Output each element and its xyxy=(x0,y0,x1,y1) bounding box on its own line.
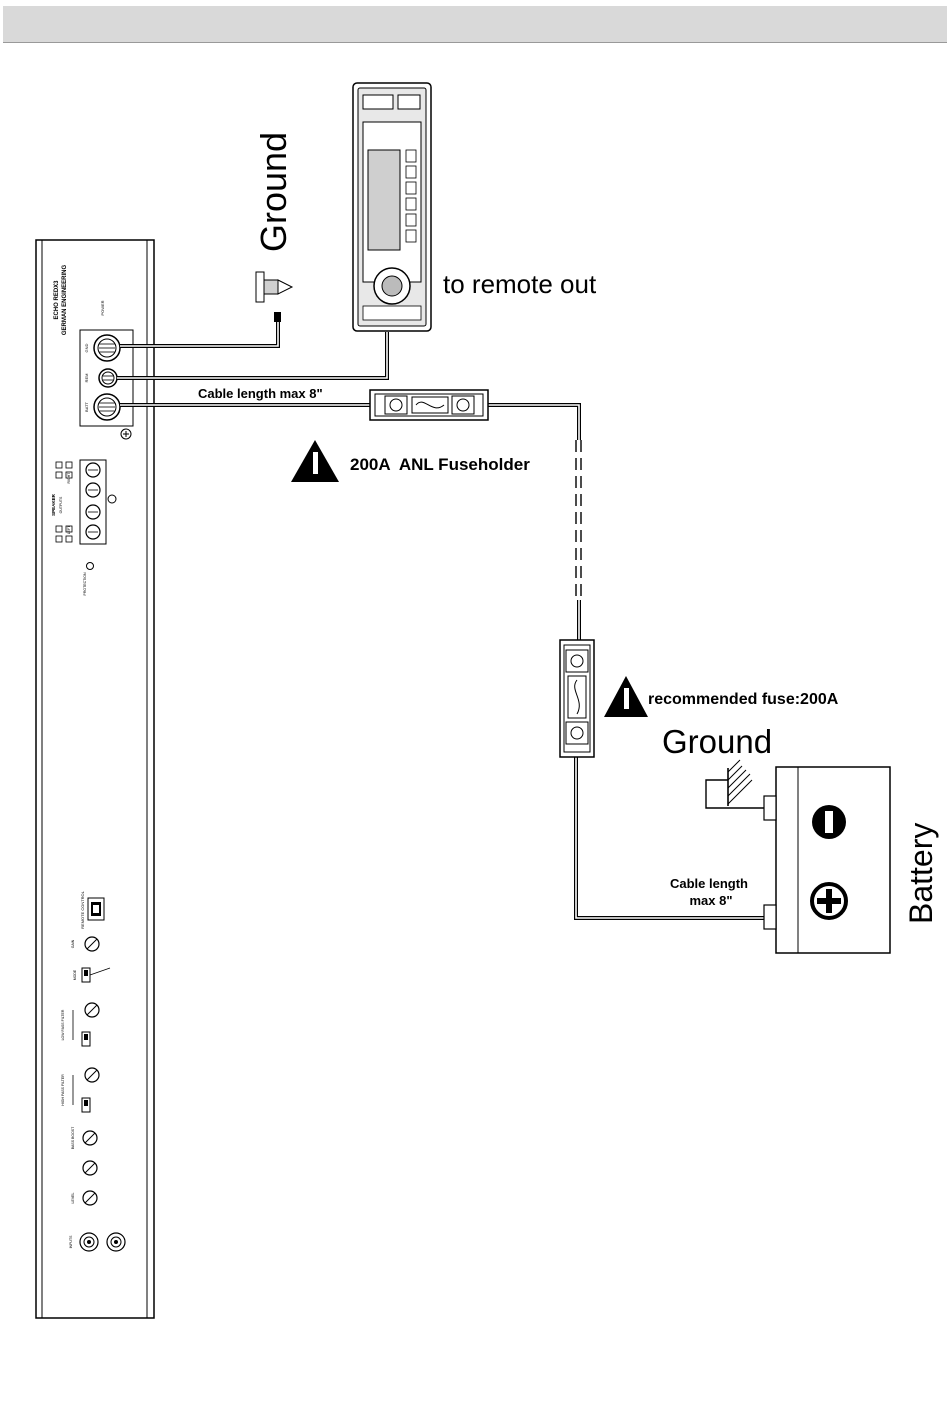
right-label: RIGHT xyxy=(67,472,71,484)
protection-label: PROTECTION xyxy=(83,572,87,595)
remote-wire xyxy=(117,332,387,378)
amp-power-label: POWER xyxy=(100,300,105,315)
speaker-screw-icon xyxy=(108,495,116,503)
plus-icon xyxy=(812,884,846,918)
warning-icon-fuseholder xyxy=(291,440,339,482)
rem-label: REM xyxy=(84,374,89,383)
mode-label: MODE xyxy=(73,969,77,980)
cable-length-top-label: Cable length max 8" xyxy=(198,386,323,401)
remote-control-label: REMOTE CONTROL xyxy=(80,890,85,929)
cable-length-bottom-label-2: max 8" xyxy=(689,893,732,908)
batt-label: BATT xyxy=(84,401,89,411)
remote-control-jack xyxy=(88,898,104,920)
bass-boost-label: BASS BOOST xyxy=(71,1126,75,1149)
level-label: LEVEL xyxy=(71,1193,75,1204)
chassis-screw-icon xyxy=(121,429,131,439)
battery-icon xyxy=(764,767,890,953)
ground-bolt-icon xyxy=(256,272,292,322)
warning-icon-recommended xyxy=(604,676,648,717)
svg-text:GAIN: GAIN xyxy=(71,939,75,948)
batt-terminal xyxy=(94,394,120,420)
protection-led xyxy=(87,563,94,570)
head-unit xyxy=(353,83,431,331)
rem-terminal xyxy=(99,369,117,387)
subsonic-knob xyxy=(83,1161,97,1175)
inputs-label: INPUTS xyxy=(69,1235,73,1249)
remote-out-label: to remote out xyxy=(443,269,597,299)
amplifier: ECHO REDX3 GERMAN ENGINEERING POWER GND … xyxy=(36,240,154,1318)
amp-brand-2: GERMAN ENGINEERING xyxy=(62,265,68,336)
gnd-terminal xyxy=(94,335,120,361)
outputs-label: OUTPUTS xyxy=(59,496,63,513)
ground-battery-label: Ground xyxy=(662,723,772,760)
anl-fuseholder-icon xyxy=(370,390,488,420)
inline-fuse-icon xyxy=(560,640,594,757)
speaker-label: SPEAKER xyxy=(51,493,56,516)
cable-length-bottom-label-1: Cable length xyxy=(670,876,748,891)
batt-wire-fuse-battery xyxy=(576,755,764,918)
battery-ground-icon xyxy=(706,760,764,808)
batt-wire-fuse-right xyxy=(486,405,579,440)
fuseholder-label: 200A ANL Fuseholder xyxy=(350,455,530,474)
amp-brand-1: ECHO REDX3 xyxy=(54,280,60,320)
hpf-label: HIGH PASS FILTER xyxy=(61,1074,65,1106)
lpf-label: LOW PASS FILTER xyxy=(61,1009,65,1040)
battery-label: Battery xyxy=(903,823,939,924)
gnd-label: GND xyxy=(84,343,89,352)
ground-top-label: Ground xyxy=(253,132,294,252)
minus-icon xyxy=(812,805,846,839)
recommended-fuse-label: recommended fuse:200A xyxy=(648,691,839,708)
